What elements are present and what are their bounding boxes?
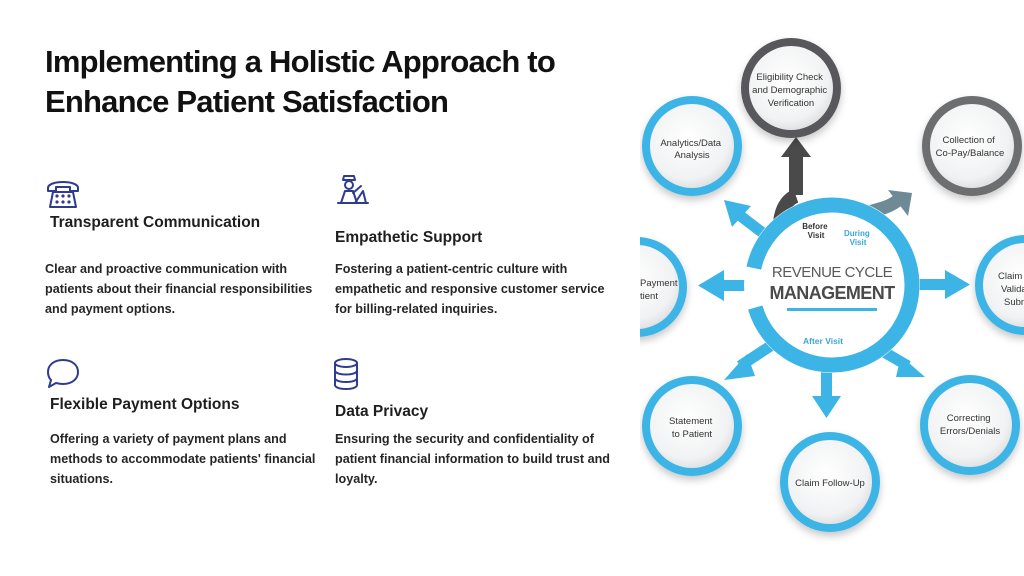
feature-transparent-communication: Transparent Communication Clear and proa…	[45, 176, 315, 326]
node-collection	[922, 96, 1022, 196]
node-correcting-line1: Correcting	[947, 413, 991, 424]
node-collection-line2: Co-Pay/Balance	[936, 148, 1005, 159]
feature-title: Data Privacy	[335, 403, 429, 420]
center-title-line1: REVENUE CYCLE	[772, 264, 893, 281]
node-statement	[642, 376, 742, 476]
before-visit-line2: Visit	[808, 231, 825, 240]
feature-title: Empathetic Support	[335, 229, 483, 246]
page-title: Implementing a Holistic Approach to Enha…	[45, 44, 556, 119]
center-title-line2: MANAGEMENT	[770, 283, 896, 303]
node-collection-label: Collection of Co-Pay/Balance	[936, 135, 1005, 159]
node-payment-label: Payment tient	[640, 278, 680, 302]
diagram-canvas: REVENUE CYCLE MANAGEMENT Before Visit Du…	[640, 38, 1024, 532]
node-correcting-line2: Errors/Denials	[940, 426, 1000, 437]
node-payment-line2: tient	[640, 291, 658, 302]
node-analytics-line1: Analytics/Data	[660, 138, 721, 149]
feature-title: Flexible Payment Options	[50, 396, 240, 413]
node-claim-validation-line2: Valida	[1001, 284, 1024, 295]
node-claim-validation	[975, 235, 1024, 335]
node-followup-label: Claim Follow-Up	[795, 478, 865, 489]
node-eligibility-check	[741, 38, 841, 138]
node-claim-validation-line3: Subm	[1004, 297, 1024, 308]
node-analytics-label: Analytics/Data Analysis	[660, 138, 723, 161]
database-icon	[334, 358, 358, 391]
node-analytics	[642, 96, 742, 196]
during-visit-line1: During	[844, 229, 870, 238]
before-visit-line1: Before	[802, 222, 828, 231]
node-payment-line1: Payment	[640, 278, 678, 289]
node-analytics-line2: Analysis	[674, 150, 710, 161]
during-visit-label: During Visit	[844, 229, 872, 247]
node-collection-line1: Collection of	[943, 135, 996, 146]
arrow-up	[773, 137, 811, 224]
center-hub: REVENUE CYCLE MANAGEMENT Before Visit Du…	[744, 197, 920, 373]
telephone-icon	[47, 181, 79, 208]
feature-description: Clear and proactive communication with p…	[45, 262, 313, 316]
node-payment	[640, 237, 687, 337]
node-eligibility-line2: and Demographic	[752, 85, 827, 96]
node-statement-line1: Statement	[669, 416, 713, 427]
after-visit-label: After Visit	[803, 336, 843, 346]
node-eligibility-label: Eligibility Check and Demographic Verifi…	[752, 72, 830, 109]
feature-empathetic-support: Empathetic Support Fostering a patient-c…	[335, 173, 605, 323]
node-correcting-errors	[920, 375, 1020, 475]
node-claim-validation-label: Claim C Valida Subm	[998, 271, 1024, 308]
feature-title: Transparent Communication	[50, 214, 261, 231]
node-eligibility-line1: Eligibility Check	[756, 72, 823, 83]
node-eligibility-line3: Verification	[768, 98, 814, 109]
node-statement-label: Statement to Patient	[669, 416, 715, 440]
feature-description: Fostering a patient-centric culture with…	[335, 262, 605, 316]
feature-description: Ensuring the security and confidentialit…	[335, 432, 610, 486]
chat-bubble-icon	[47, 359, 79, 388]
support-agent-icon	[337, 175, 369, 204]
node-correcting-label: Correcting Errors/Denials	[940, 413, 1000, 437]
arrow-down	[812, 360, 841, 418]
node-claim-validation-line1: Claim C	[998, 271, 1024, 282]
node-claim-follow-up	[780, 432, 880, 532]
node-statement-line2: to Patient	[672, 429, 712, 440]
arrow-lower-left	[724, 338, 779, 380]
feature-flexible-payment: Flexible Payment Options Offering a vari…	[45, 356, 315, 506]
feature-data-privacy: Data Privacy Ensuring the security and c…	[330, 356, 610, 506]
during-visit-line2: Visit	[850, 238, 867, 247]
before-visit-label: Before Visit	[802, 222, 830, 240]
arrow-right	[898, 270, 970, 299]
revenue-cycle-diagram: REVENUE CYCLE MANAGEMENT Before Visit Du…	[640, 0, 1024, 576]
feature-description: Offering a variety of payment plans and …	[50, 432, 316, 486]
